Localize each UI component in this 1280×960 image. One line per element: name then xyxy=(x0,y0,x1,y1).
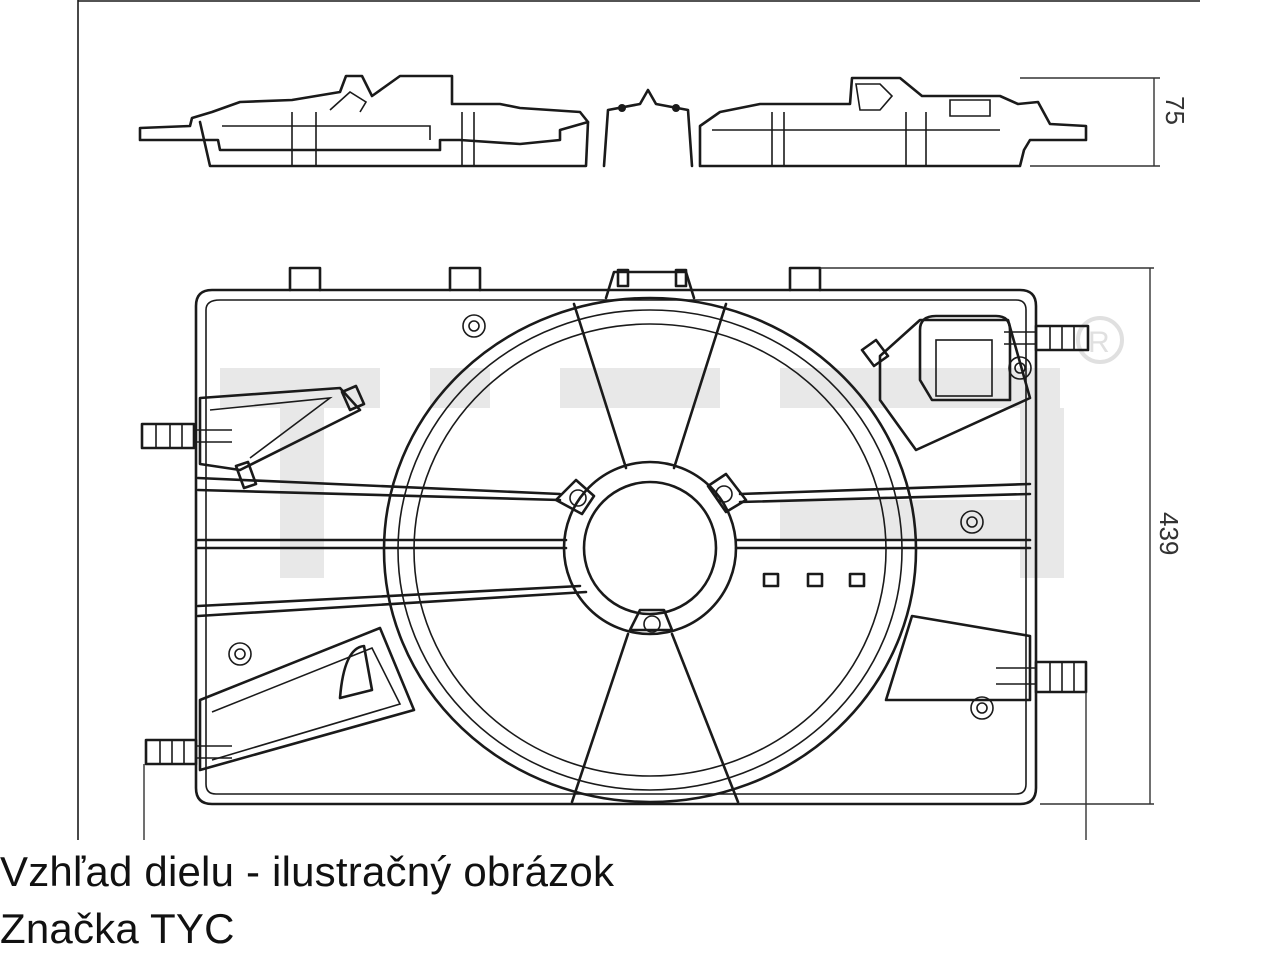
part-technical-drawing: R 75 xyxy=(77,0,1200,840)
dimension-75-label: 75 xyxy=(1160,96,1190,125)
right-upper-connector xyxy=(1004,324,1090,352)
front-view-outline xyxy=(140,266,1090,806)
top-view-outline xyxy=(138,74,1088,168)
left-lower-connector xyxy=(144,738,232,766)
illustration-caption: Vzhľad dielu - ilustračný obrázok xyxy=(0,848,615,895)
left-upper-connector xyxy=(140,422,232,450)
svg-text:R: R xyxy=(1088,326,1110,359)
front-view-dimension: 439 xyxy=(143,267,1184,840)
right-lower-connector xyxy=(996,660,1088,694)
brand-caption: Značka TYC xyxy=(0,905,235,952)
tyc-watermark: R xyxy=(220,316,1124,578)
dimension-439-label: 439 xyxy=(1154,512,1184,555)
top-view-dimension: 75 xyxy=(1020,77,1190,167)
